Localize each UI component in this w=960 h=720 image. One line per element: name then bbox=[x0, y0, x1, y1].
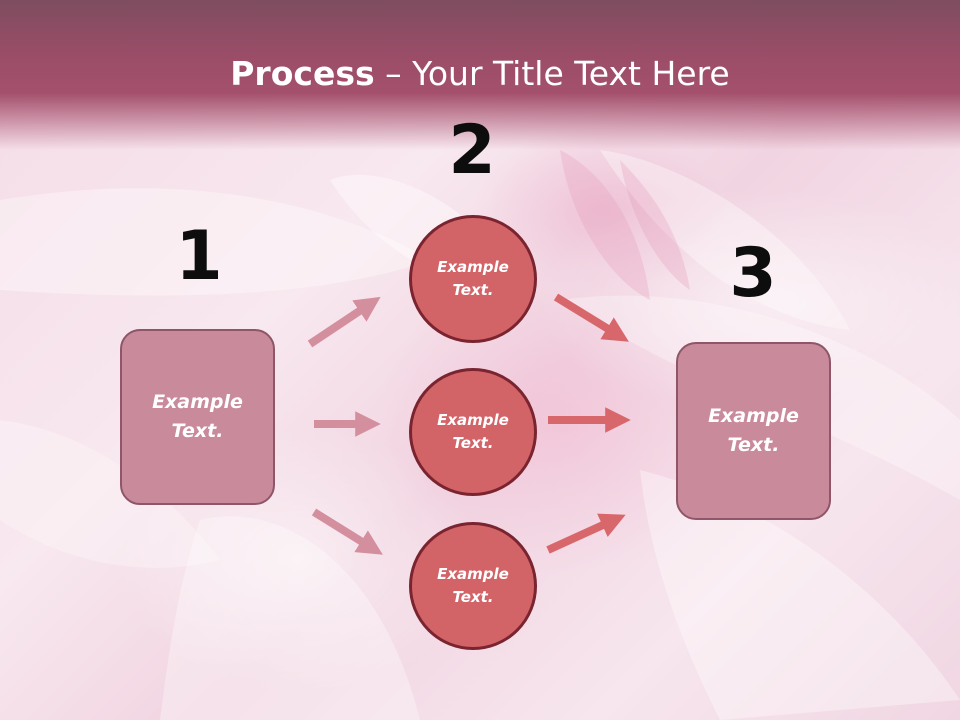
step-number-3: 3 bbox=[729, 234, 777, 313]
arrow-left-to-top bbox=[307, 296, 381, 348]
left-text-box: Example Text. bbox=[120, 329, 275, 505]
arrow-bottom-to-right bbox=[546, 513, 626, 554]
step-number-2: 2 bbox=[448, 111, 496, 190]
title-rest: – Your Title Text Here bbox=[374, 54, 730, 93]
page-title: Process – Your Title Text Here bbox=[0, 52, 960, 96]
right-text-box: Example Text. bbox=[676, 342, 831, 520]
circle-bottom: Example Text. bbox=[409, 522, 537, 650]
arrow-top-to-right bbox=[553, 293, 629, 342]
title-bar bbox=[0, 0, 960, 150]
step-number-1: 1 bbox=[175, 217, 223, 296]
title-bold: Process bbox=[230, 54, 375, 93]
circle-middle: Example Text. bbox=[409, 368, 537, 496]
arrow-left-to-bottom bbox=[311, 508, 383, 555]
circle-top: Example Text. bbox=[409, 215, 537, 343]
